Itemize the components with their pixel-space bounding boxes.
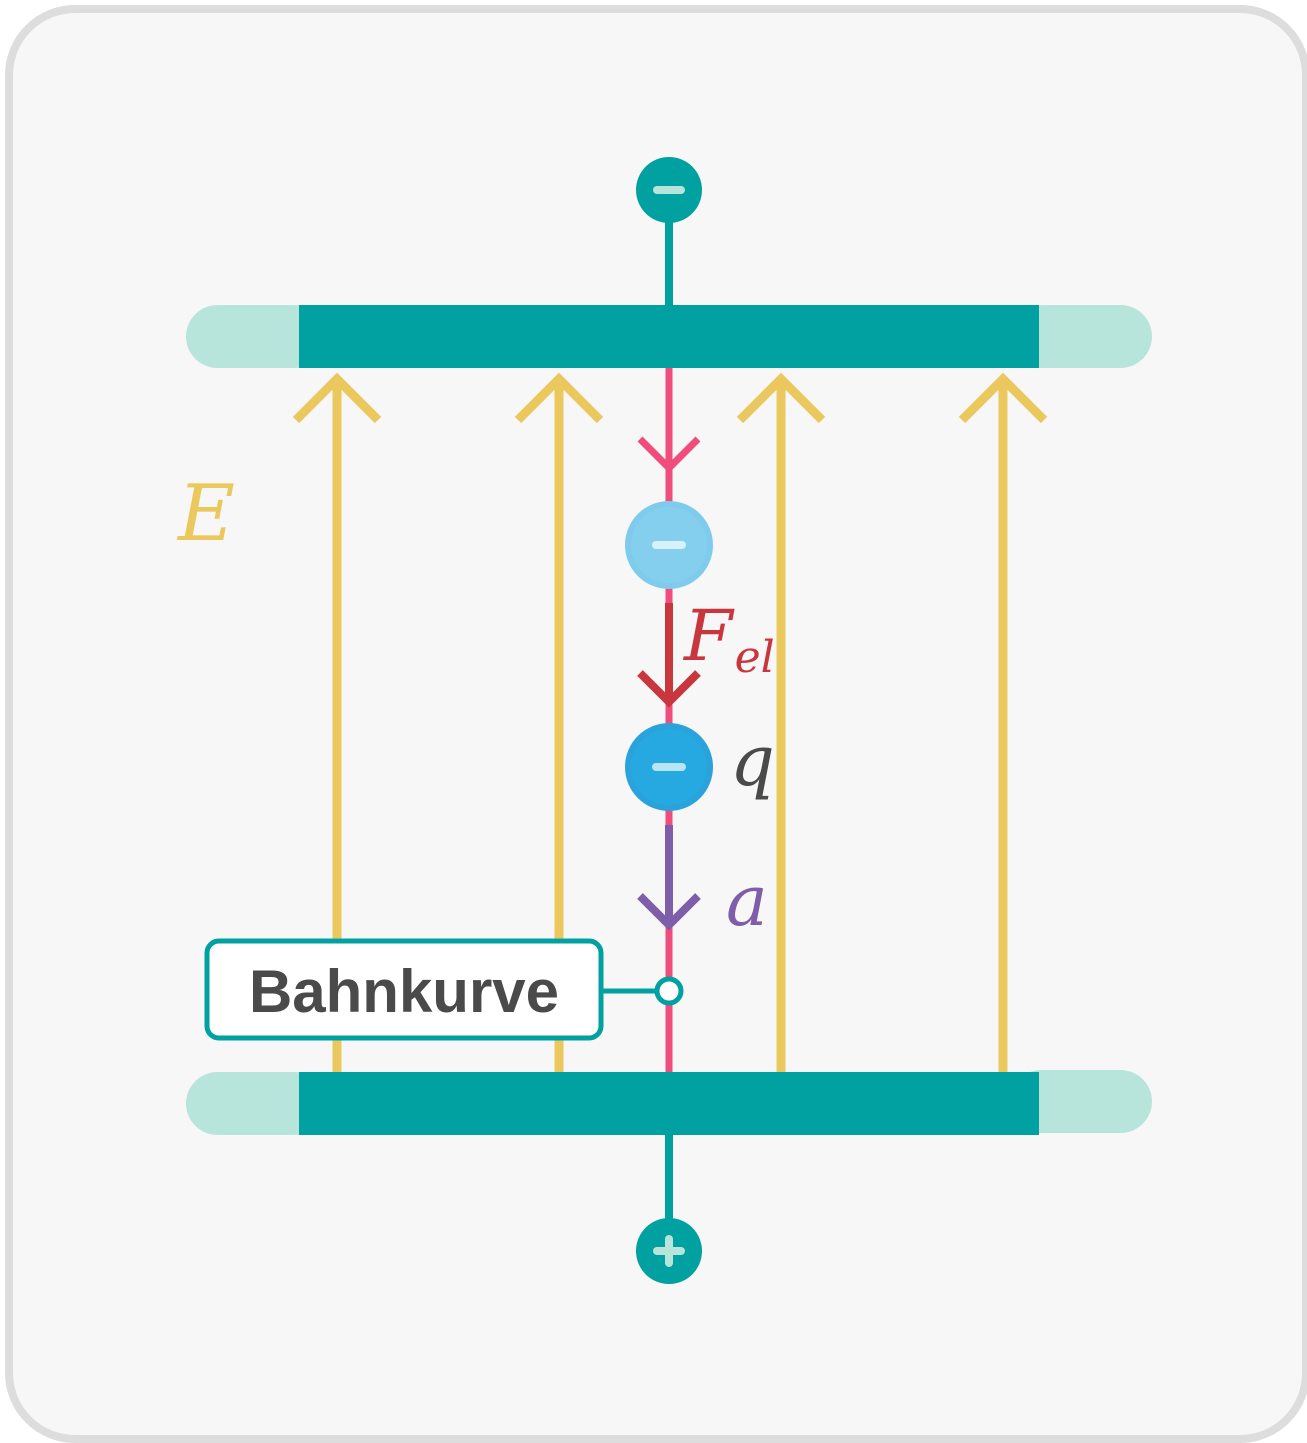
trajectory-arrowhead — [637, 436, 701, 473]
charge-previous-position — [625, 501, 713, 589]
top-plate — [186, 305, 1152, 368]
top-plate-cap-right — [1010, 305, 1152, 368]
bottom-terminal — [636, 1218, 702, 1284]
field-arrowhead-4 — [958, 372, 1048, 424]
acceleration-label: a — [726, 860, 768, 942]
diagram-card — [5, 5, 1307, 1443]
force-label-subscript: el — [735, 632, 775, 683]
top-terminal — [636, 157, 702, 223]
force-label-main: F — [682, 595, 735, 677]
bottom-plate — [186, 1070, 1152, 1135]
top-plate-cap-left — [186, 305, 326, 368]
field-arrowhead-1 — [292, 372, 382, 424]
field-label: E — [176, 469, 235, 559]
trajectory-marker — [654, 976, 684, 1006]
minus-icon — [653, 186, 685, 194]
bottom-plate-cap-left — [186, 1072, 326, 1135]
force-label: Fel — [682, 595, 775, 683]
minus-icon — [652, 763, 686, 771]
bottom-plate-body — [299, 1072, 1039, 1135]
trajectory-label: Bahnkurve — [249, 958, 559, 1025]
plus-icon-v — [665, 1235, 673, 1267]
trajectory-callout-box — [204, 938, 604, 1041]
bottom-plate-cap-right — [1010, 1070, 1152, 1133]
acceleration-arrowhead — [637, 893, 701, 931]
top-plate-body — [299, 305, 1039, 368]
charge-label: q — [730, 720, 775, 802]
minus-icon — [652, 541, 686, 549]
field-arrowhead-2 — [514, 372, 604, 424]
force-arrowhead — [637, 670, 701, 708]
charge-q — [625, 723, 713, 811]
field-arrowhead-3 — [736, 372, 826, 424]
